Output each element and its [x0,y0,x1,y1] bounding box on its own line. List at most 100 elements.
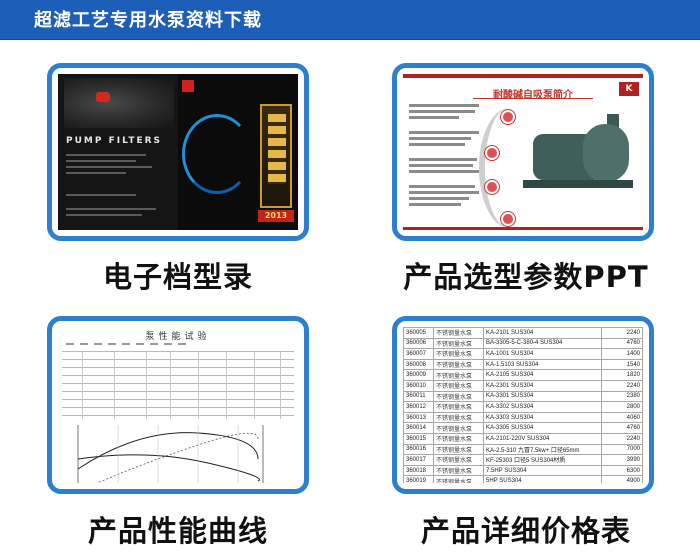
table-cell-price: 1400 [601,348,643,360]
table-cell-name: 不锈钢量水泵 [433,454,484,466]
ppt-label[interactable]: 产品选型参数PPT [403,260,649,294]
table-cell-name: 不锈钢量水泵 [433,443,484,456]
table-cell-code: 360010 [403,379,434,392]
table-cell-model: KA-1.5103 SUS304 [483,358,602,371]
plaque-image [260,104,292,208]
catalog-year: 2013 [258,210,294,222]
table-cell-name: 不锈钢量水泵 [433,369,484,381]
table-cell-code: 360015 [403,432,434,445]
catalog-brand: PUMP FILTERS [66,136,163,146]
table-cell-name: 不锈钢量水泵 [433,432,484,445]
table-cell-code: 360005 [403,327,434,339]
table-cell-price: 1820 [601,369,643,381]
table-cell-price: 3990 [601,454,643,466]
table-cell-model: KA-2105 SUS304 [483,369,602,381]
table-cell-code: 360018 [403,464,434,477]
table-cell-model: 5HP SUS304 [483,475,602,483]
table-cell-code: 360016 [403,443,434,456]
curve-label[interactable]: 产品性能曲线 [87,514,268,548]
performance-curve-chart [77,425,264,483]
table-cell-price: 4760 [601,337,643,350]
table-cell-price: 2240 [601,379,643,392]
table-cell-price: 1540 [601,358,643,371]
catalog-label[interactable]: 电子档型录 [102,260,253,294]
table-cell-name: 不锈钢量水泵 [433,379,484,392]
table-cell-model: KA-3305 SUS304 [483,422,602,434]
ppt-thumbnail: K 耐酸碱自吸泵简介 [403,74,643,230]
table-cell-name: 不锈钢量水泵 [433,464,484,477]
table-cell-model: 7.5HP SUS304 [483,464,602,477]
catalog-download-card[interactable]: PUMP FILTERS 2013 [47,63,309,241]
table-cell-model: KA-1001 SUS304 [483,348,602,360]
table-cell-model: KA-3301 SUS304 [483,390,602,403]
table-cell-price: 2240 [601,432,643,445]
table-cell-model: KA-3302 SUS304 [483,401,602,413]
table-cell-code: 360014 [403,422,434,434]
price-label[interactable]: 产品详细价格表 [420,514,631,548]
table-cell-name: 不锈钢量水泵 [433,348,484,360]
table-cell-code: 360007 [403,348,434,360]
table-cell-name: 不锈钢量水泵 [433,475,484,483]
table-cell-price: 4900 [601,475,643,483]
table-cell-name: 不锈钢量水泵 [433,401,484,413]
table-cell-code: 360011 [403,390,434,403]
bullet-icon [501,110,515,124]
k-logo-icon: K [619,82,639,96]
table-cell-model: KA-2301 SUS304 [483,379,602,392]
table-cell-price: 2380 [601,390,643,403]
ppt-slide-title: 耐酸碱自吸泵简介 [493,90,573,101]
table-cell-name: 不锈钢量水泵 [433,411,484,424]
table-cell-name: 不锈钢量水泵 [433,337,484,350]
header-bar: 超滤工艺专用水泵资料下载 [0,0,700,40]
table-cell-price: 4060 [601,411,643,424]
ppt-download-card[interactable]: K 耐酸碱自吸泵简介 [392,63,654,241]
map-highlight [96,92,110,102]
table-cell-code: 360012 [403,401,434,413]
table-cell-price: 7000 [601,443,643,456]
world-map-image [64,78,174,128]
pump-image [523,114,643,200]
curve-download-card[interactable]: 泵性能试验 [47,316,309,494]
table-cell-code: 360006 [403,337,434,350]
table-cell-code: 360013 [403,411,434,424]
table-cell-model: KA-2101-220V SUS304 [483,432,602,445]
table-cell-code: 360009 [403,369,434,381]
table-cell-price: 2800 [601,401,643,413]
table-cell-code: 360019 [403,475,434,483]
k-logo-icon [182,80,194,92]
ppt-text-block [409,104,485,209]
table-cell-model: KA-2101 SUS304 [483,327,602,339]
table-cell-price: 4760 [601,422,643,434]
table-cell-price: 2240 [601,327,643,339]
curve-thumbnail: 泵性能试验 [58,327,298,483]
table-cell-model: KA-2.5-310 九冒7.5kw+ 口径65mm [483,443,602,456]
table-cell-name: 不锈钢量水泵 [433,390,484,403]
table-cell-model: KA-3303 SUS304 [483,411,602,424]
catalog-thumbnail: PUMP FILTERS 2013 [58,74,298,230]
table-cell-code: 360008 [403,358,434,371]
table-cell-price: 6300 [601,464,643,477]
bullet-icon [485,146,499,160]
bullet-icon [501,212,515,226]
table-cell-code: 360017 [403,454,434,466]
page-title: 超滤工艺专用水泵资料下载 [34,10,262,31]
swirl-graphic [182,114,252,194]
table-cell-name: 不锈钢量水泵 [433,327,484,339]
table-cell-model: KF-25303 口径5 SUS304材质 [483,454,602,466]
